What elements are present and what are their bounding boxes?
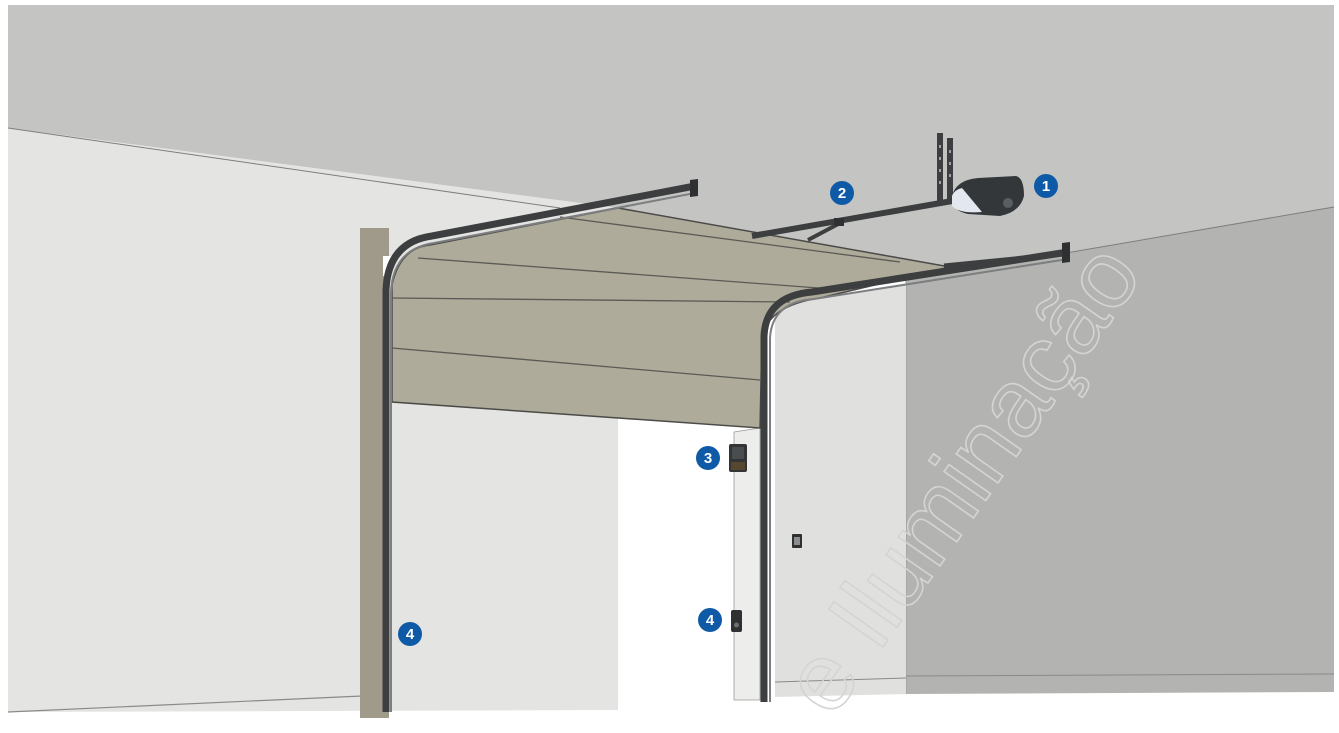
right-wall (906, 207, 1334, 694)
left-door-track (382, 182, 696, 712)
marker-4-right-label: 4 (706, 612, 715, 629)
right-wall-baseboard (905, 673, 1335, 677)
marker-1-label: 1 (1042, 178, 1050, 195)
front-side-wall (775, 284, 906, 697)
door-panel-seams (391, 216, 901, 381)
photocell-right (731, 610, 742, 632)
marker-1: 1 (1034, 174, 1058, 198)
wall-switch (792, 534, 802, 548)
marker-4-right: 4 (698, 608, 722, 632)
marker-2-label: 2 (838, 185, 846, 202)
marker-4-left: 4 (398, 622, 422, 646)
front-wall-baseboard (774, 677, 907, 683)
left-track-end (690, 179, 698, 197)
control-unit (729, 444, 747, 472)
ceiling-edge-left (7, 127, 561, 209)
marker-4-left-label: 4 (406, 626, 415, 643)
opener-motor-unit (951, 176, 1024, 216)
right-door-track-highlight (769, 258, 1069, 702)
marker-2: 2 (830, 181, 854, 205)
ceiling-bracket (937, 133, 953, 205)
marker-3: 3 (696, 446, 720, 470)
right-track-end (1062, 242, 1070, 263)
drive-rail (751, 197, 959, 239)
right-door-track (760, 248, 1069, 702)
left-door-track-highlight (390, 192, 696, 712)
marker-3-label: 3 (704, 450, 712, 467)
left-wall-baseboard (7, 695, 363, 713)
ceiling-edge-right (1065, 206, 1335, 254)
drive-carriage (834, 218, 844, 226)
right-track-ceiling-segment (943, 251, 1065, 269)
